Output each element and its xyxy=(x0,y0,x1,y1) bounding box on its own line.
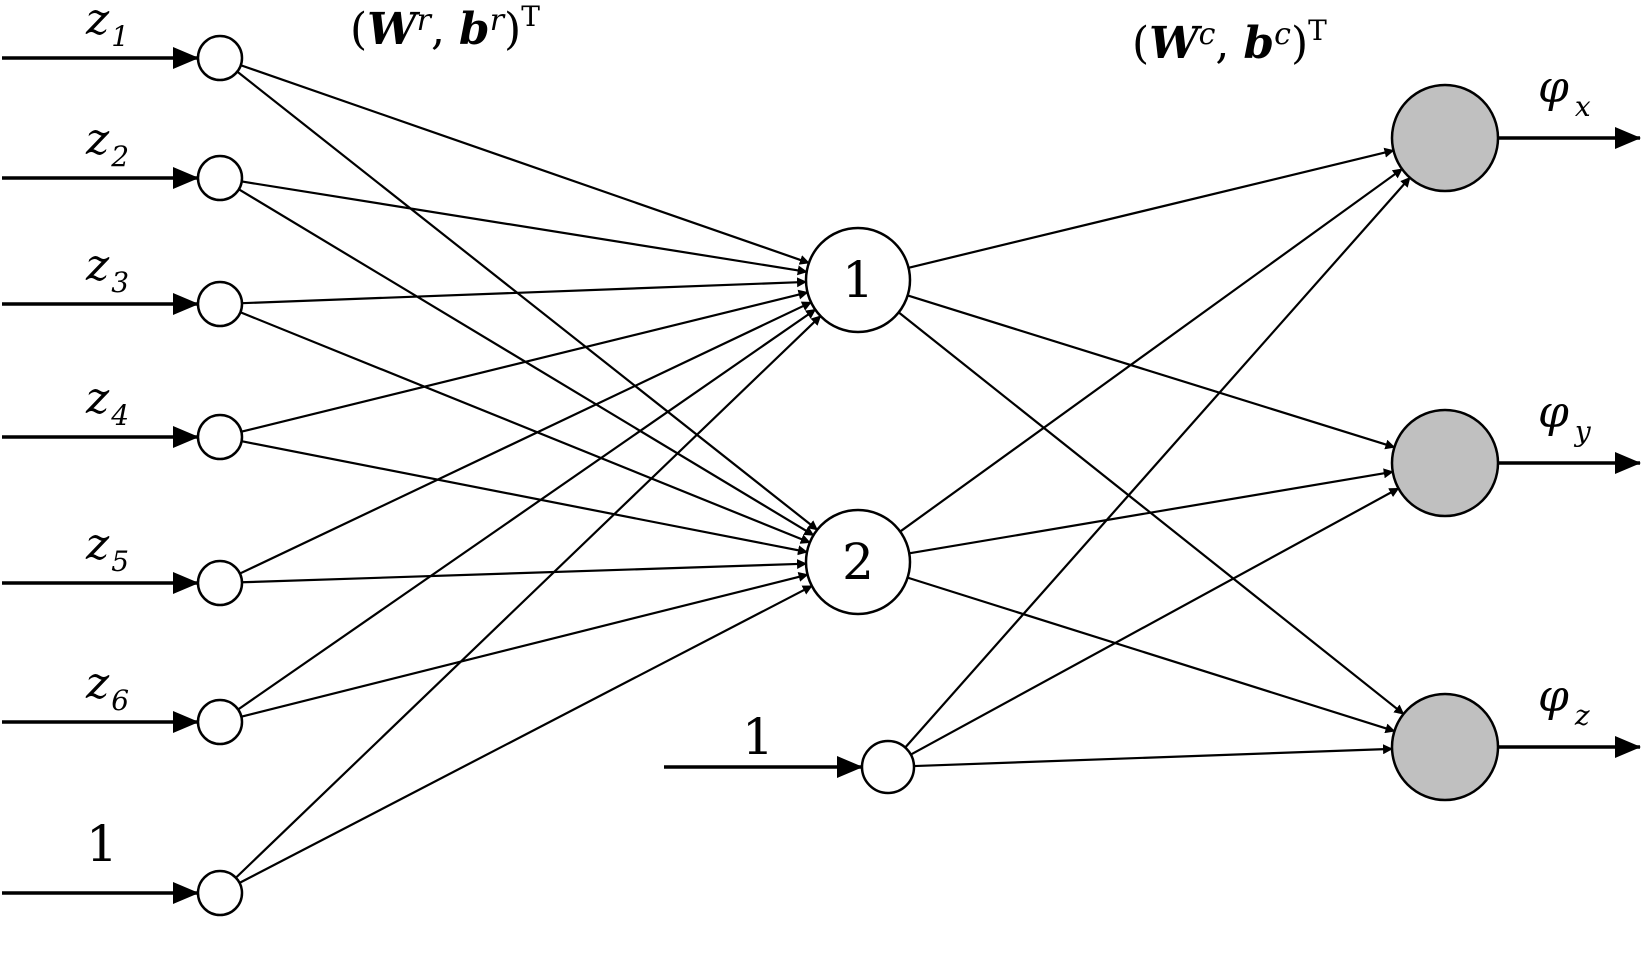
edge-input-3-hidden-1 xyxy=(241,277,808,305)
edge-hidden-2-output-2 xyxy=(909,468,1394,555)
hidden-node-2 xyxy=(804,508,912,616)
decoder-weights-title: (Wc, bc)T xyxy=(1132,14,1327,69)
hidden-node-label-2: 2 xyxy=(842,533,874,591)
hidden-bias-node xyxy=(860,739,916,795)
edge-hidden-3-output-3 xyxy=(913,744,1394,768)
input-node-1 xyxy=(196,34,244,82)
input-bias-label: 1 xyxy=(86,815,118,873)
input-node-2 xyxy=(196,154,244,202)
input-label-6: z6 xyxy=(85,658,129,717)
output-node-2 xyxy=(1390,408,1500,518)
input-node-4 xyxy=(196,413,244,461)
input-label-3: z3 xyxy=(85,240,129,299)
output-node-1 xyxy=(1390,83,1500,193)
edge-input-4-hidden-2 xyxy=(241,440,808,556)
edge-input-1-hidden-1 xyxy=(240,64,810,265)
hidden-node-1 xyxy=(804,226,912,334)
output-node-3 xyxy=(1390,692,1500,802)
edge-hidden-1-output-2 xyxy=(907,294,1396,450)
edge-hidden-1-output-1 xyxy=(908,147,1395,269)
network-nodes xyxy=(196,34,1500,917)
input-label-1: z1 xyxy=(85,0,129,53)
edge-input-7-hidden-1 xyxy=(235,315,822,879)
connection-edges xyxy=(235,64,1411,884)
edge-input-7-hidden-2 xyxy=(239,584,813,884)
edge-input-6-hidden-1 xyxy=(237,308,817,711)
hidden-bias-label: 1 xyxy=(742,708,774,766)
input-node-5 xyxy=(196,559,244,607)
edge-input-5-hidden-1 xyxy=(239,301,812,575)
input-bias-node xyxy=(196,869,244,917)
input-label-4: z4 xyxy=(85,373,129,432)
edge-hidden-3-output-1 xyxy=(904,176,1411,749)
input-label-2: z2 xyxy=(85,114,129,173)
edge-hidden-3-output-2 xyxy=(910,487,1400,756)
edge-hidden-2-output-3 xyxy=(907,576,1396,734)
edge-input-4-hidden-1 xyxy=(241,289,809,433)
encoder-weights-title: (Wr, br)T xyxy=(350,0,540,55)
input-node-6 xyxy=(196,698,244,746)
edge-input-6-hidden-2 xyxy=(241,571,809,718)
edge-input-2-hidden-1 xyxy=(241,180,808,276)
edge-input-3-hidden-2 xyxy=(239,311,811,544)
edge-input-5-hidden-2 xyxy=(241,559,808,584)
input-node-3 xyxy=(196,280,244,328)
edge-hidden-2-output-1 xyxy=(899,168,1403,533)
input-arrows xyxy=(2,47,1641,904)
input-label-5: z5 xyxy=(85,519,129,578)
hidden-node-label-1: 1 xyxy=(842,251,874,309)
edge-input-1-hidden-2 xyxy=(236,70,818,531)
